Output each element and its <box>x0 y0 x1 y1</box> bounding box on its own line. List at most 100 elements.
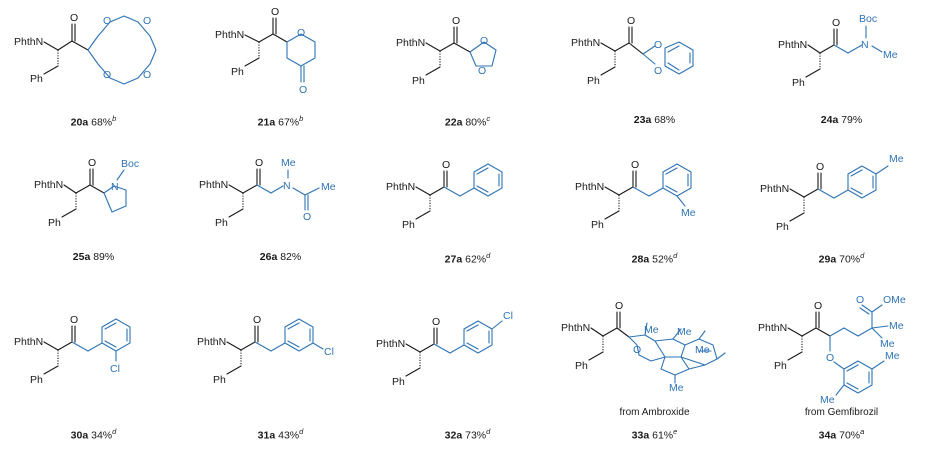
label-20a: 20a 68%b <box>70 114 117 129</box>
svg-text:O: O <box>70 12 78 24</box>
svg-text:Ph: Ph <box>774 360 787 372</box>
structure-22a: PhthN Ph O O O <box>396 15 497 87</box>
svg-text:Me: Me <box>677 326 692 338</box>
label-30a: 30a 34%d <box>70 427 117 442</box>
svg-text:N: N <box>283 180 291 192</box>
svg-text:PhthN: PhthN <box>758 322 787 334</box>
svg-text:PhthN: PhthN <box>561 322 590 334</box>
compound-25a: PhthN Ph O N Boc 25a 89% <box>0 150 187 300</box>
svg-text:Me: Me <box>883 49 898 61</box>
svg-text:PhthN: PhthN <box>778 39 807 51</box>
compound-27a: PhthN Ph O 27a 62%d <box>374 150 561 300</box>
svg-text:Cl: Cl <box>110 363 120 375</box>
svg-text:PhthN: PhthN <box>14 336 43 348</box>
svg-text:O: O <box>271 6 279 18</box>
svg-text:Cl: Cl <box>324 346 334 358</box>
svg-text:Ph: Ph <box>402 219 415 231</box>
svg-text:O: O <box>432 316 440 328</box>
structure-31a: PhthN Ph O Cl <box>197 314 334 386</box>
label-22a: 22a 80%c <box>444 114 491 129</box>
svg-text:O: O <box>814 300 822 312</box>
svg-text:O: O <box>442 159 450 171</box>
svg-text:O: O <box>633 344 641 356</box>
svg-text:O: O <box>143 15 151 27</box>
structure-28a: PhthN Ph O Me <box>575 159 696 231</box>
compound-33a: PhthN Ph O O Me Me Me Me <box>561 295 748 445</box>
label-31a: 31a 43%d <box>257 427 304 442</box>
label-23a: 23a 68% <box>633 114 676 126</box>
structure-25a: PhthN Ph O N Boc <box>34 157 139 229</box>
structure-24a: PhthN Ph O N Boc Me <box>778 13 898 89</box>
structure-20a: PhthN Ph O O O O O <box>14 12 157 85</box>
svg-text:N: N <box>111 181 119 193</box>
svg-text:Boc: Boc <box>121 158 139 170</box>
svg-text:Ph: Ph <box>213 374 226 386</box>
svg-text:PhthN: PhthN <box>396 37 425 49</box>
svg-text:OMe: OMe <box>883 294 906 306</box>
compound-31a: PhthN Ph O Cl 31a 43%d <box>187 295 374 445</box>
compound-26a: PhthN Ph O N Me Me O 26a 82% <box>187 150 374 300</box>
svg-text:Me: Me <box>281 157 296 169</box>
svg-text:O: O <box>654 39 662 51</box>
svg-text:Ph: Ph <box>30 73 43 85</box>
compound-21a: PhthN Ph O O O 21a 67%b <box>187 0 374 150</box>
label-28a: 28a 52%d <box>631 251 678 266</box>
structure-23a: PhthN Ph O O O <box>571 15 694 87</box>
label-24a: 24a 79% <box>820 114 863 126</box>
svg-text:O: O <box>103 15 111 27</box>
svg-text:PhthN: PhthN <box>376 338 405 350</box>
svg-text:O: O <box>856 294 864 306</box>
compound-32a: PhthN Ph O Cl 32a 73%d <box>374 295 561 445</box>
svg-text:Ph: Ph <box>231 66 244 78</box>
svg-text:O: O <box>478 65 486 77</box>
structure-26a: PhthN Ph O N Me Me O <box>199 157 336 229</box>
structure-32a: PhthN Ph O Cl <box>376 310 513 388</box>
origin-34a: from Gemfibrozil <box>804 407 879 418</box>
label-32a: 32a 73%d <box>444 427 491 442</box>
svg-text:Me: Me <box>880 338 895 350</box>
svg-text:PhthN: PhthN <box>197 336 226 348</box>
svg-text:O: O <box>826 352 834 364</box>
svg-text:PhthN: PhthN <box>575 181 604 193</box>
svg-text:Ph: Ph <box>776 221 789 233</box>
svg-text:Ph: Ph <box>392 376 405 388</box>
svg-text:Cl: Cl <box>503 310 513 322</box>
svg-text:Ph: Ph <box>30 374 43 386</box>
svg-text:Me: Me <box>644 324 659 336</box>
compound-22a: PhthN Ph O O O 22a 80%c <box>374 0 561 150</box>
svg-text:PhthN: PhthN <box>215 29 244 41</box>
svg-text:Boc: Boc <box>859 13 877 25</box>
svg-text:O: O <box>615 300 623 312</box>
svg-text:Me: Me <box>889 153 904 165</box>
label-33a: 33a 61%e <box>631 427 678 442</box>
svg-text:O: O <box>70 314 78 326</box>
svg-text:O: O <box>654 65 662 77</box>
svg-text:O: O <box>88 157 96 169</box>
structure-27a: PhthN Ph O <box>386 159 503 231</box>
svg-text:N: N <box>861 39 869 51</box>
svg-text:Ph: Ph <box>587 75 600 87</box>
svg-text:O: O <box>299 84 307 96</box>
compound-23a: PhthN Ph O O O 23a 68% <box>561 0 748 150</box>
svg-text:PhthN: PhthN <box>14 36 43 48</box>
structure-21a: PhthN Ph O O O <box>215 6 316 96</box>
svg-text:Me: Me <box>695 344 710 356</box>
svg-text:O: O <box>816 161 824 173</box>
svg-text:O: O <box>297 27 305 39</box>
svg-text:Ph: Ph <box>591 219 604 231</box>
svg-text:O: O <box>452 15 460 27</box>
label-26a: 26a 82% <box>259 251 302 263</box>
label-34a: 34a 70%a <box>818 427 865 442</box>
label-25a: 25a 89% <box>72 251 115 263</box>
compound-29a: PhthN Ph O Me 29a 70%d <box>748 150 935 300</box>
label-27a: 27a 62%d <box>444 251 491 266</box>
origin-33a: from Ambroxide <box>619 407 690 418</box>
compound-30a: PhthN Ph O Cl 30a 34%d <box>0 295 187 445</box>
label-21a: 21a 67%b <box>257 114 304 129</box>
svg-text:Ph: Ph <box>575 360 588 372</box>
svg-text:PhthN: PhthN <box>386 181 415 193</box>
svg-text:Me: Me <box>321 181 336 193</box>
svg-text:Me: Me <box>889 320 904 332</box>
svg-text:O: O <box>103 69 111 81</box>
